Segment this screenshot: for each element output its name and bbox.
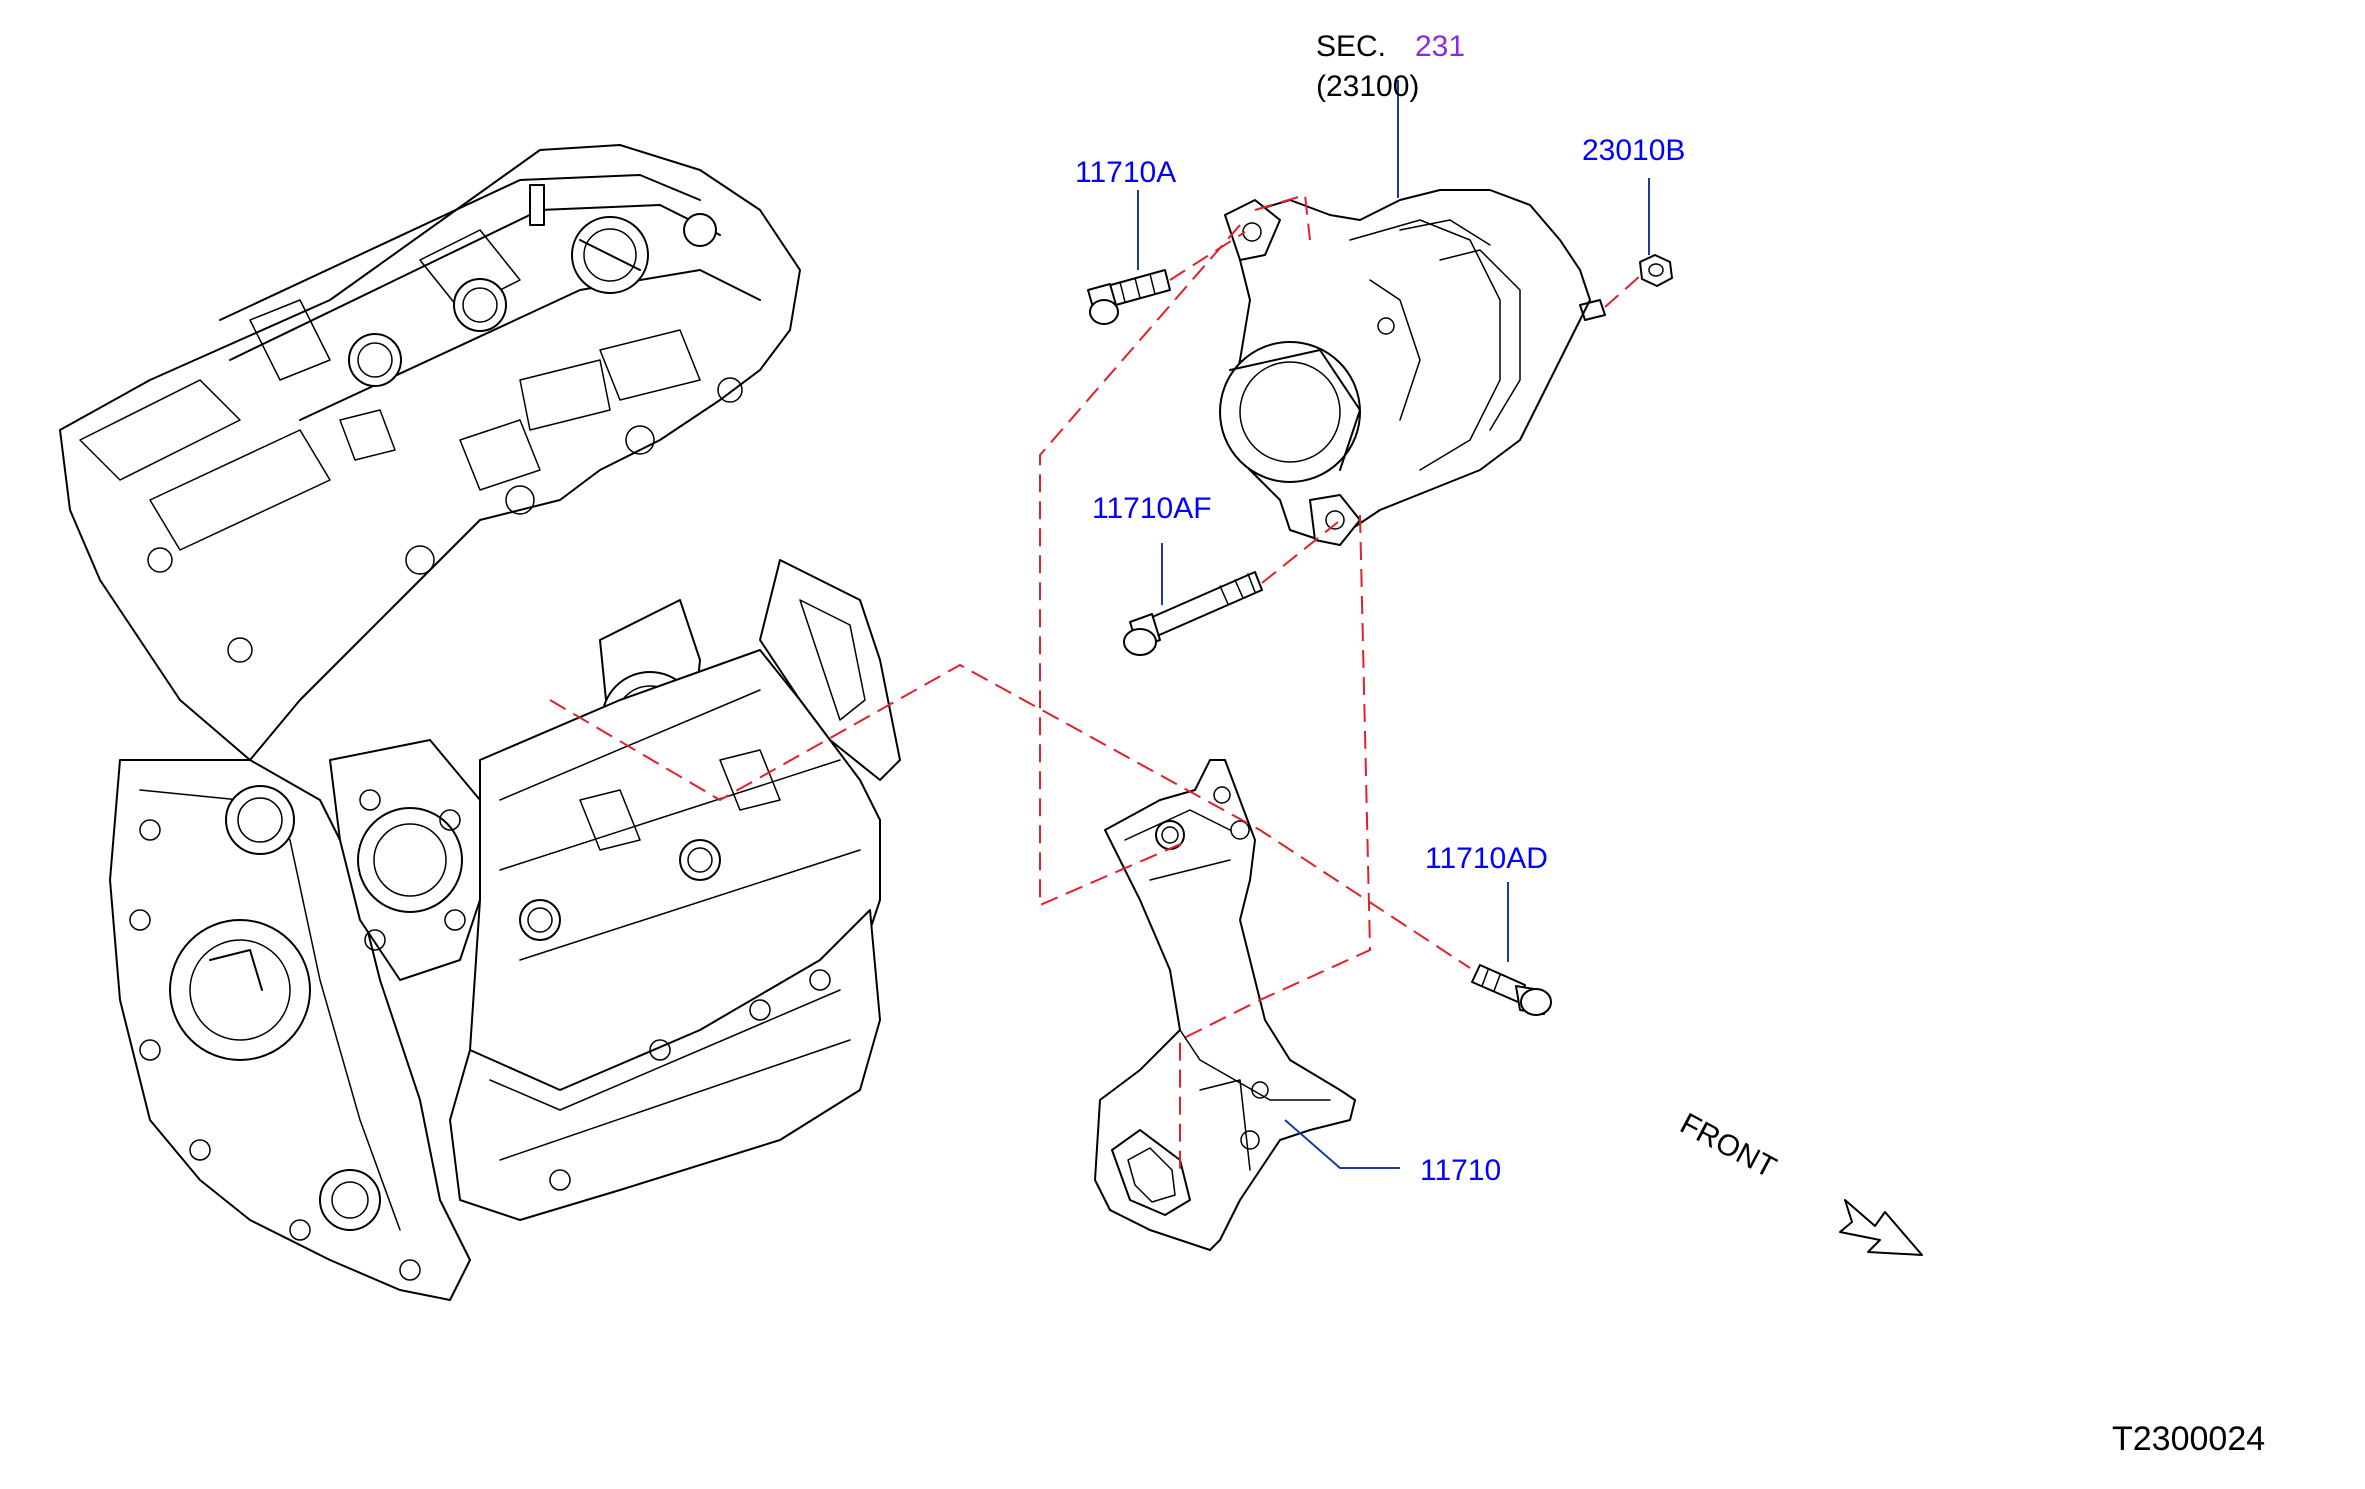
bolt-11710ad-drawing[interactable] [1471,964,1552,1016]
part-number-11710a[interactable]: 11710A [1075,156,1176,189]
engine-assembly-drawing [59,144,901,1301]
bolt-11710a-drawing[interactable] [1087,269,1171,325]
part-number-23010b[interactable]: 23010B [1582,134,1685,167]
nut-23010b-drawing[interactable] [1639,254,1673,287]
part-number-11710ad[interactable]: 11710AD [1425,842,1548,875]
bolt-11710af-drawing[interactable] [1123,571,1263,656]
front-direction-indicator: FRONT [1675,1107,1923,1256]
front-arrow-icon [1839,1199,1923,1256]
part-number-11710[interactable]: 11710 [1420,1154,1501,1187]
section-subcode: (23100) [1316,70,1419,103]
figure-id: T2300024 [2112,1420,2265,1458]
alternator-drawing[interactable] [1219,189,1606,546]
front-label: FRONT [1675,1107,1782,1185]
part-number-11710af[interactable]: 11710AF [1092,492,1212,525]
bracket-11710-drawing[interactable] [1094,759,1356,1251]
section-number-link[interactable]: 231 [1415,30,1465,63]
assembly-lines [549,193,1641,1170]
leader-lines [1137,80,1650,1169]
section-prefix: SEC. [1316,30,1386,63]
